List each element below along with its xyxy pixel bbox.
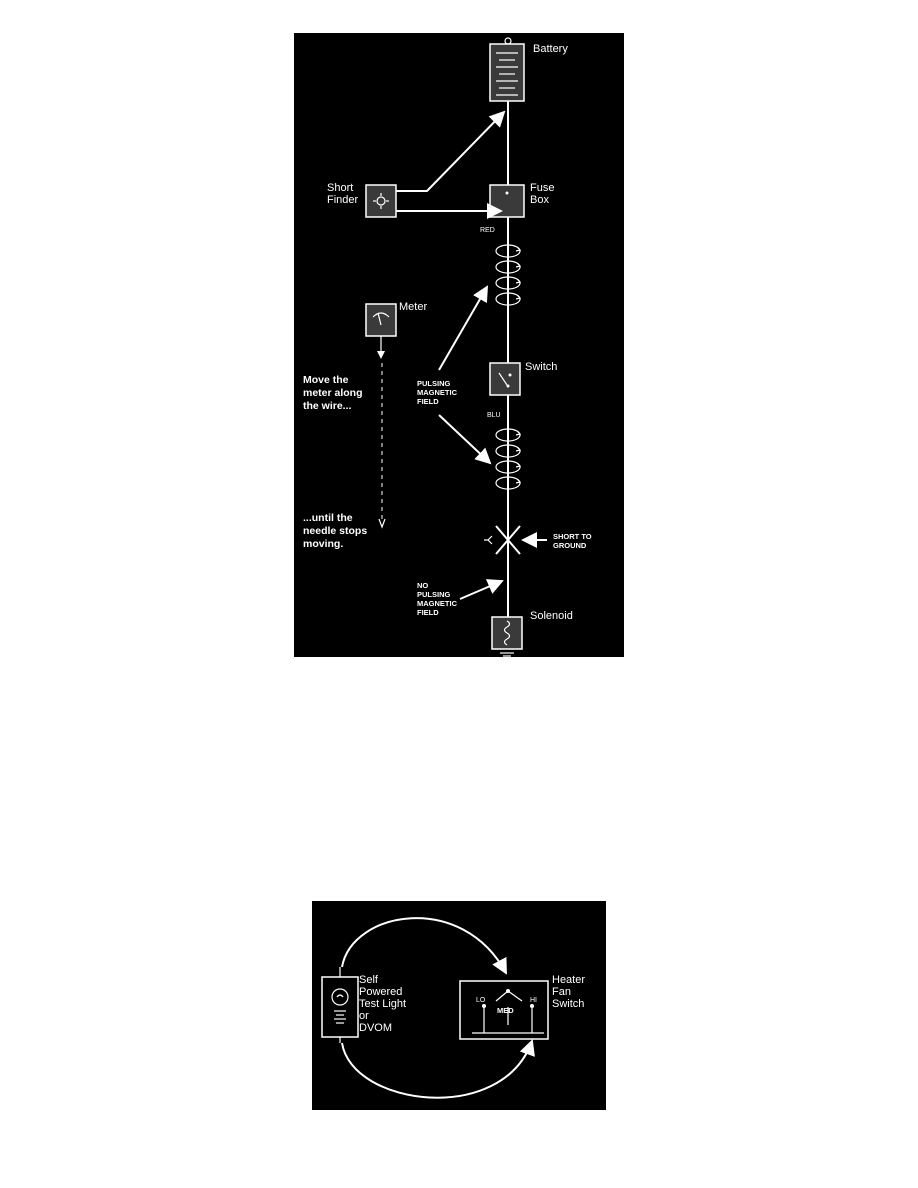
switch-icon xyxy=(489,362,521,396)
short-finder-icon xyxy=(365,184,397,218)
short-finder-label-2: Finder xyxy=(327,194,359,206)
fuse-box-label-1: Fuse xyxy=(530,182,554,194)
upper-test-lead xyxy=(341,917,507,975)
meter-movement-arrow xyxy=(378,518,386,529)
fuse-box-icon xyxy=(489,184,525,218)
pulsing-label-2: MAGNETIC xyxy=(417,388,458,397)
heater-fan-switch-icon xyxy=(459,980,549,1040)
short-to-ground-icon xyxy=(484,525,521,555)
fuse-box-label-2: Box xyxy=(530,194,549,206)
pulsing-arrow-lower xyxy=(438,414,492,465)
short-finder-diagram: Battery Fuse Box Short Finder RED Meter xyxy=(294,33,624,657)
test-light-icon xyxy=(321,967,359,1043)
switch-label-3: Switch xyxy=(552,998,584,1010)
short-finder-label-1: Short xyxy=(327,182,353,194)
switch-label-2: Fan xyxy=(552,986,571,998)
pulsing-label-3: FIELD xyxy=(417,397,439,406)
lower-test-lead xyxy=(341,1039,535,1099)
until-text-3: moving. xyxy=(303,538,343,550)
meter-icon xyxy=(365,303,397,337)
short-ground-label-2: GROUND xyxy=(553,541,587,550)
upper-magnetic-field-coil xyxy=(495,244,522,306)
solenoid-icon xyxy=(491,616,523,657)
short-ground-label-1: SHORT TO xyxy=(553,532,592,541)
pulsing-label-1: PULSING xyxy=(417,379,451,388)
solenoid-label: Solenoid xyxy=(530,610,573,622)
no-pulsing-label-4: FIELD xyxy=(417,608,439,617)
move-text-3: the wire... xyxy=(303,400,352,412)
move-text-1: Move the xyxy=(303,374,349,386)
no-pulsing-arrow xyxy=(459,579,504,600)
switch-label-1: Heater xyxy=(552,974,585,986)
tester-label-5: DVOM xyxy=(359,1022,392,1034)
heater-fan-switch-test-diagram: Self Powered Test Light or DVOM Heater F… xyxy=(312,901,606,1110)
move-text-2: meter along xyxy=(303,387,363,399)
until-text-1: ...until the xyxy=(303,512,353,524)
meter-label: Meter xyxy=(399,301,427,313)
battery-icon xyxy=(489,37,525,102)
lo-label: LO xyxy=(476,997,486,1004)
lower-magnetic-field-coil xyxy=(495,428,522,490)
meter-lead-arrow xyxy=(377,351,385,359)
switch-label: Switch xyxy=(525,361,557,373)
no-pulsing-label-3: MAGNETIC xyxy=(417,599,458,608)
until-text-2: needle stops xyxy=(303,525,367,537)
no-pulsing-label-2: PULSING xyxy=(417,590,451,599)
no-pulsing-label-1: NO xyxy=(417,581,428,590)
battery-label: Battery xyxy=(533,43,568,55)
tester-label-1: Self xyxy=(359,974,379,986)
tester-label-3: Test Light xyxy=(359,998,406,1010)
lead-to-battery xyxy=(396,110,506,192)
heater-fan-switch-svg: Self Powered Test Light or DVOM Heater F… xyxy=(321,917,585,1099)
short-finder-svg: Battery Fuse Box Short Finder RED Meter xyxy=(303,37,592,657)
tester-label-4: or xyxy=(359,1010,369,1022)
med-label: MED xyxy=(497,1006,514,1015)
pulsing-arrow-upper xyxy=(438,285,489,371)
red-wire-label: RED xyxy=(480,227,495,234)
blu-wire-label: BLU xyxy=(487,412,501,419)
tester-label-2: Powered xyxy=(359,986,402,998)
hi-label: HI xyxy=(530,997,537,1004)
